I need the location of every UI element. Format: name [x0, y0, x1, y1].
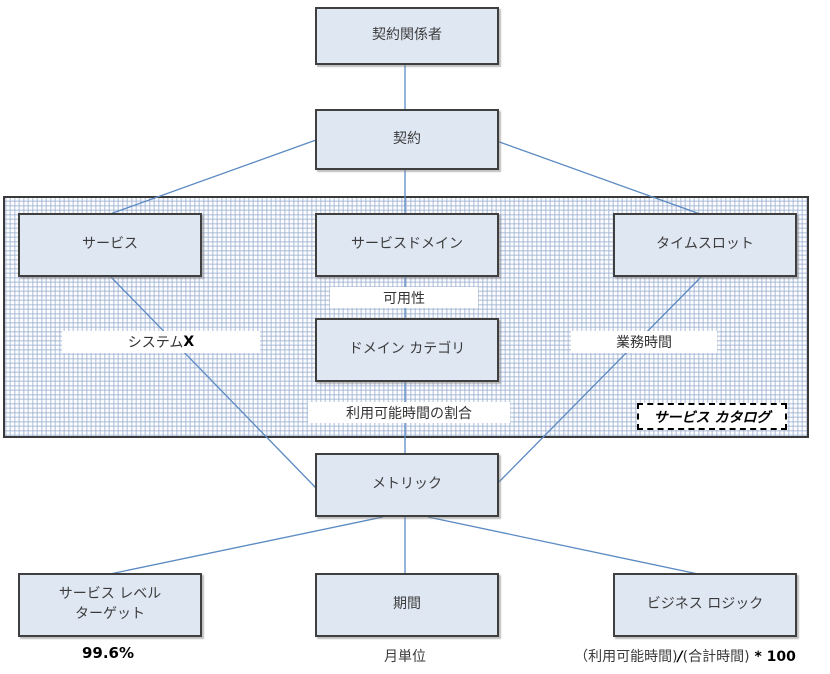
label-system-x: システム X — [62, 331, 260, 353]
node-domain-category: ドメイン カテゴリ — [315, 318, 499, 382]
node-contract-label: 契約 — [393, 130, 421, 147]
label-business-hours: 業務時間 — [571, 331, 717, 353]
label-uptime-ratio-text: 利用可能時間の割合 — [346, 405, 472, 422]
label-system-x-prefix: システム — [127, 335, 184, 351]
node-business-logic-label: ビジネス ロジック — [646, 596, 764, 613]
annotation-slt-value: 99.6% — [18, 644, 198, 662]
annotation-period-value: 月単位 — [315, 646, 495, 666]
formula-slash: / — [677, 649, 683, 665]
node-contract: 契約 — [315, 109, 499, 170]
node-metric-label: メトリック — [372, 476, 442, 493]
node-period-label: 期間 — [393, 596, 421, 613]
slt-value-text: 99.6% — [81, 644, 135, 662]
node-metric: メトリック — [315, 453, 499, 517]
node-timeslot-label: タイムスロット — [656, 236, 754, 253]
node-slt-label-line2: ターゲット — [75, 606, 145, 622]
node-stakeholder-label: 契約関係者 — [372, 27, 442, 44]
label-business-hours-text: 業務時間 — [616, 335, 672, 351]
label-availability-text: 可用性 — [383, 290, 425, 307]
node-slt-label-line1: サービス レベル — [58, 586, 162, 603]
node-service-domain-label: サービスドメイン — [351, 236, 463, 253]
label-service-catalog: サービス カタログ — [637, 403, 787, 430]
label-service-catalog-text: サービス カタログ — [653, 409, 771, 426]
node-business-logic: ビジネス ロジック — [613, 573, 797, 637]
period-value-text: 月単位 — [384, 649, 426, 665]
formula-part2: (合計時間) — [682, 649, 750, 665]
node-stakeholder: 契約関係者 — [315, 7, 499, 65]
node-service-label: サービス — [82, 236, 138, 253]
node-service-level-target: サービス レベル ターゲット — [18, 573, 202, 637]
node-service-domain: サービスドメイン — [315, 213, 499, 277]
edge-metric-businesslogic — [427, 516, 699, 575]
label-availability: 可用性 — [330, 287, 478, 308]
node-timeslot: タイムスロット — [613, 213, 797, 277]
formula-suffix: * 100 — [749, 649, 796, 665]
label-uptime-ratio: 利用可能時間の割合 — [308, 402, 510, 423]
node-service: サービス — [18, 213, 202, 277]
annotation-formula: （利用可能時間)/(合計時間) * 100 — [540, 646, 830, 666]
label-system-x-bold: X — [183, 334, 195, 350]
edge-metric-slt — [109, 516, 384, 575]
node-period: 期間 — [315, 573, 499, 637]
node-domain-category-label: ドメイン カテゴリ — [348, 341, 466, 358]
formula-part1: （利用可能時間) — [574, 649, 678, 665]
